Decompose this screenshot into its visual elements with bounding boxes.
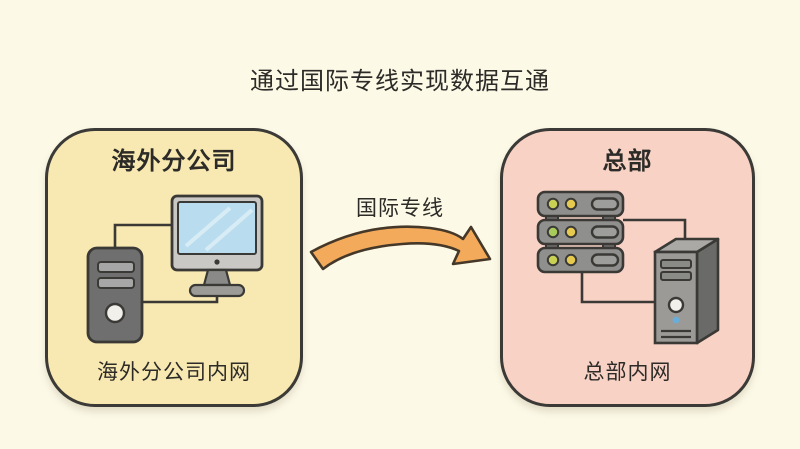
diagram-title: 通过国际专线实现数据互通	[250, 68, 550, 95]
dedicated-line-label: 国际专线	[356, 197, 444, 220]
overseas-branch-title: 海外分公司	[111, 148, 237, 175]
headquarters-title: 总部	[602, 148, 653, 175]
headquarters-caption: 总部内网	[583, 361, 672, 384]
overseas-branch-caption: 海外分公司内网	[97, 361, 251, 384]
curved-arrow-icon	[309, 225, 492, 271]
overseas-branch-box: 海外分公司 海外分公司内网	[45, 128, 303, 407]
headquarters-box: 总部 总部内网	[500, 128, 755, 407]
